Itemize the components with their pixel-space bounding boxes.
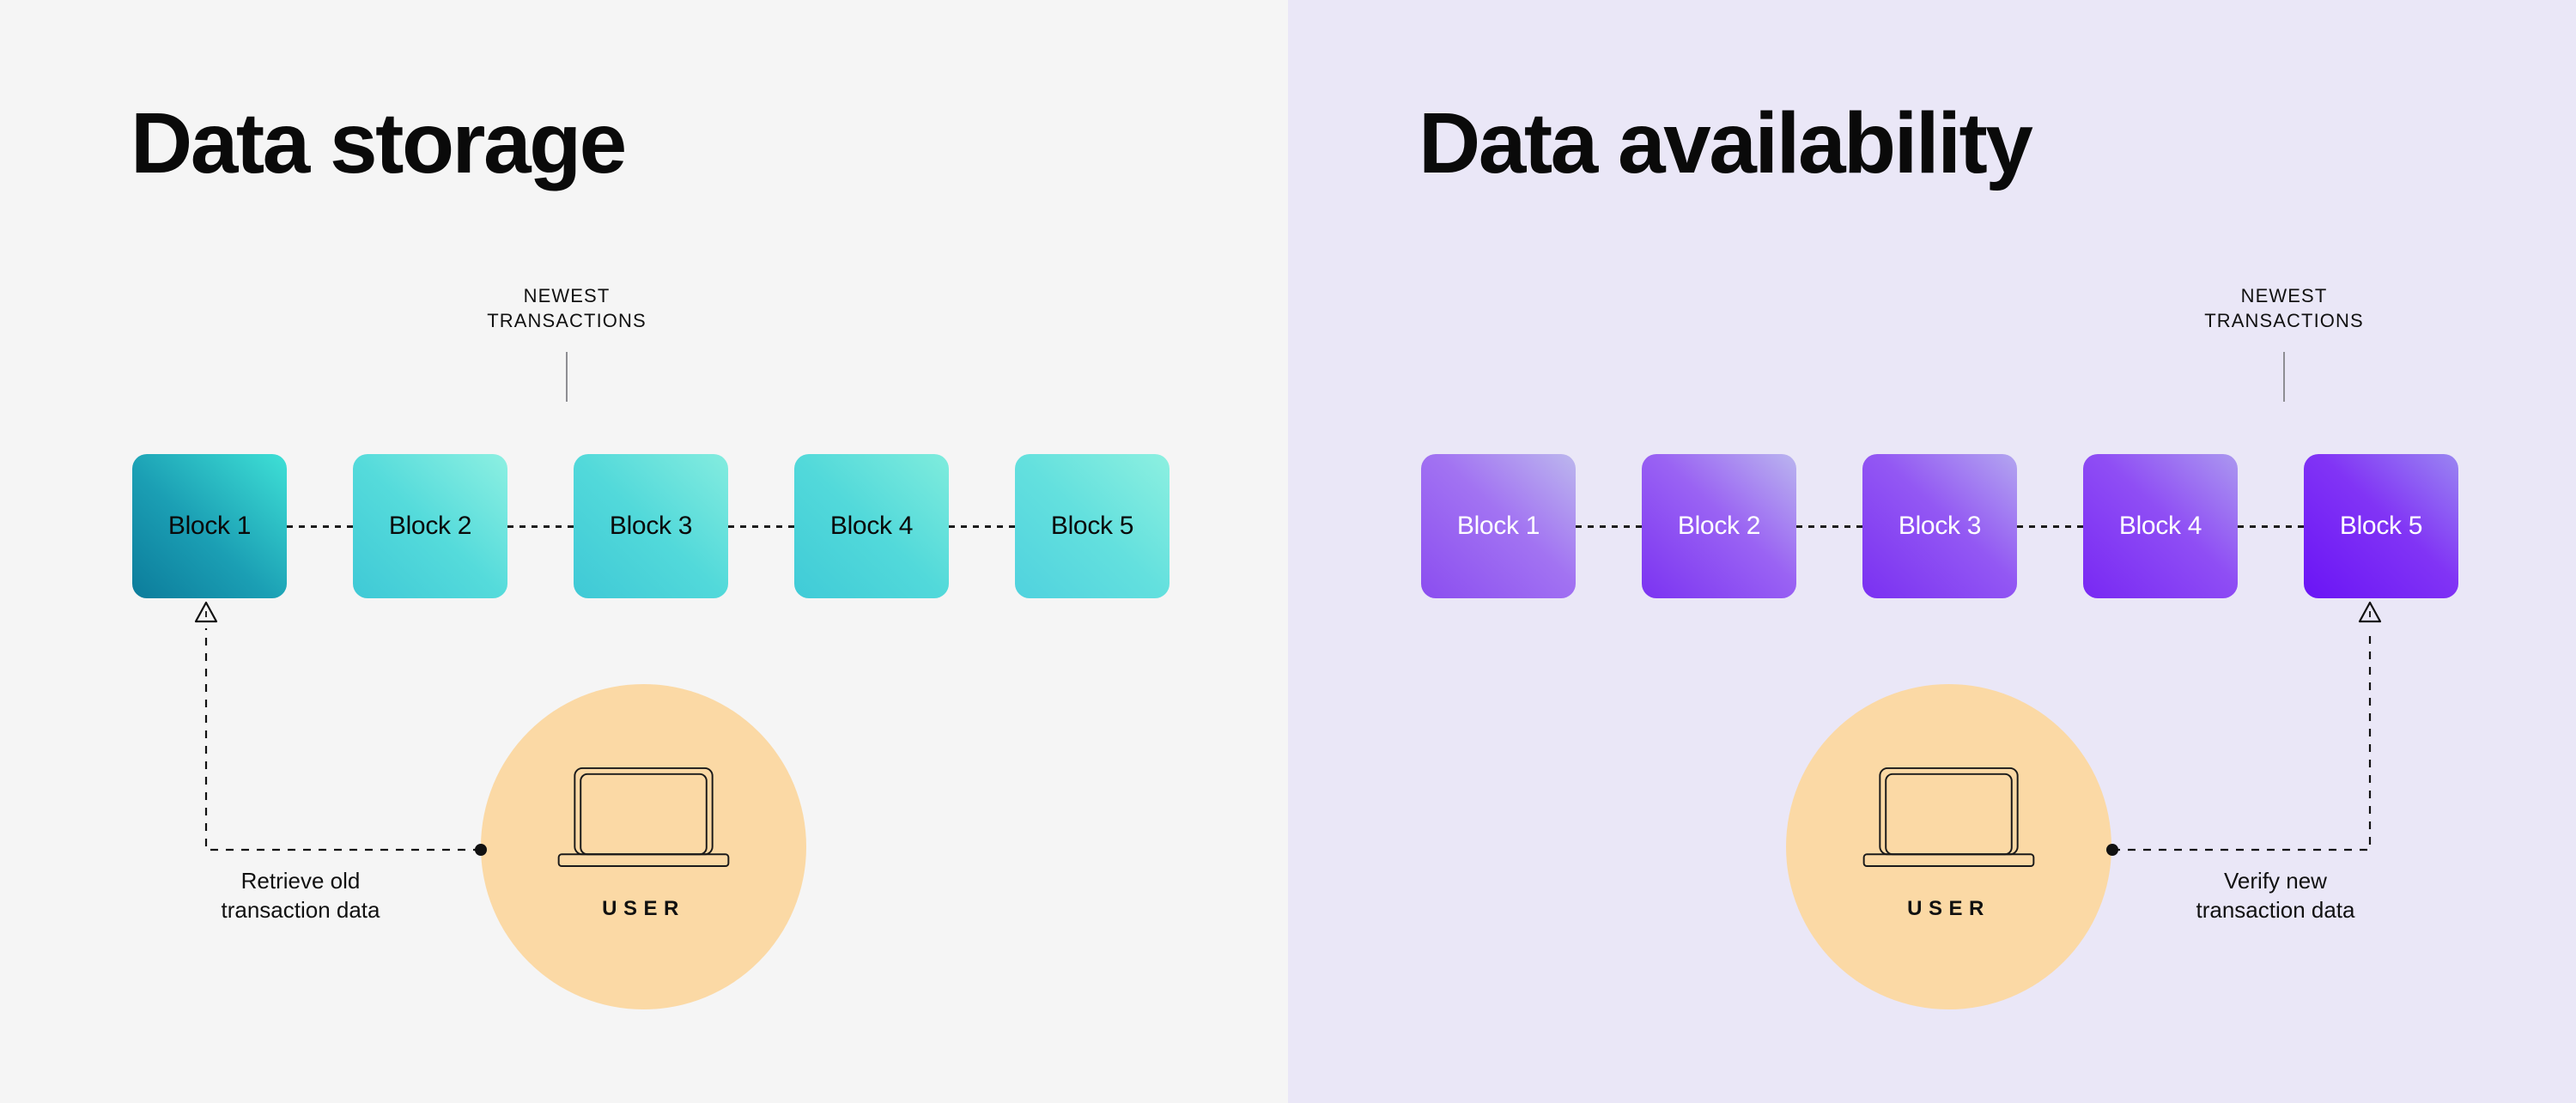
block-label: Block 4 (829, 512, 914, 540)
block-card-2[interactable]: Block 2 (1642, 454, 1796, 598)
block-label: Block 3 (609, 512, 693, 540)
block-chain-storage: Block 1 Block 2 Block 3 Block 4 Block 5 (132, 454, 1170, 598)
block-link-3-4 (728, 524, 794, 528)
block-card-4[interactable]: Block 4 (2083, 454, 2238, 598)
block-card-4[interactable]: Block 4 (794, 454, 949, 598)
block-label: Block 2 (1677, 512, 1761, 540)
user-label: USER (602, 896, 685, 920)
block-label: Block 3 (1898, 512, 1982, 540)
block-label: Block 2 (388, 512, 472, 540)
block-link-2-3 (507, 524, 574, 528)
block-card-3[interactable]: Block 3 (1862, 454, 2017, 598)
flow-caption-retrieve: Retrieve old transaction data (221, 868, 380, 923)
newest-transactions-label-left: NEWEST TRANSACTIONS (487, 285, 647, 332)
laptop-icon (557, 767, 730, 867)
newest-transactions-label-right: NEWEST TRANSACTIONS (2204, 285, 2364, 332)
newest-transactions-stem-right (2283, 352, 2285, 402)
block-chain-availability: Block 1 Block 2 Block 3 Block 4 Block 5 (1421, 454, 2458, 598)
block-link-2-3 (1796, 524, 1862, 528)
block-label: Block 5 (2339, 512, 2423, 540)
block-label: Block 1 (167, 512, 252, 540)
block-link-1-2 (287, 524, 353, 528)
user-node-storage[interactable]: USER (481, 684, 806, 1009)
flow-arrowhead-triangle (2358, 601, 2382, 623)
user-node-availability[interactable]: USER (1786, 684, 2111, 1009)
block-label: Block 4 (2118, 512, 2202, 540)
block-link-1-2 (1576, 524, 1642, 528)
block-link-4-5 (949, 524, 1015, 528)
block-card-5[interactable]: Block 5 (2304, 454, 2458, 598)
panel-data-storage: Data storage NEWEST TRANSACTIONS Block 1… (131, 95, 1170, 1009)
block-label: Block 1 (1456, 512, 1540, 540)
flow-arrow-path (204, 628, 481, 851)
block-card-3[interactable]: Block 3 (574, 454, 728, 598)
page-title-data-storage: Data storage (131, 95, 627, 191)
laptop-icon (1862, 767, 2035, 867)
block-label: Block 5 (1050, 512, 1134, 540)
newest-transactions-stem-left (566, 352, 568, 402)
block-card-5[interactable]: Block 5 (1015, 454, 1170, 598)
flow-arrow-path (2112, 628, 2372, 851)
block-link-4-5 (2238, 524, 2304, 528)
flow-arrowhead-triangle (194, 601, 218, 623)
block-card-1[interactable]: Block 1 (132, 454, 287, 598)
flow-caption-verify: Verify new transaction data (2196, 868, 2355, 923)
block-link-3-4 (2017, 524, 2083, 528)
page-title-data-availability: Data availability (1419, 95, 2033, 191)
user-label: USER (1907, 896, 1990, 920)
panel-data-availability: Data availability NEWEST TRANSACTIONS Bl… (1288, 0, 2576, 1103)
block-card-2[interactable]: Block 2 (353, 454, 507, 598)
block-card-1[interactable]: Block 1 (1421, 454, 1576, 598)
